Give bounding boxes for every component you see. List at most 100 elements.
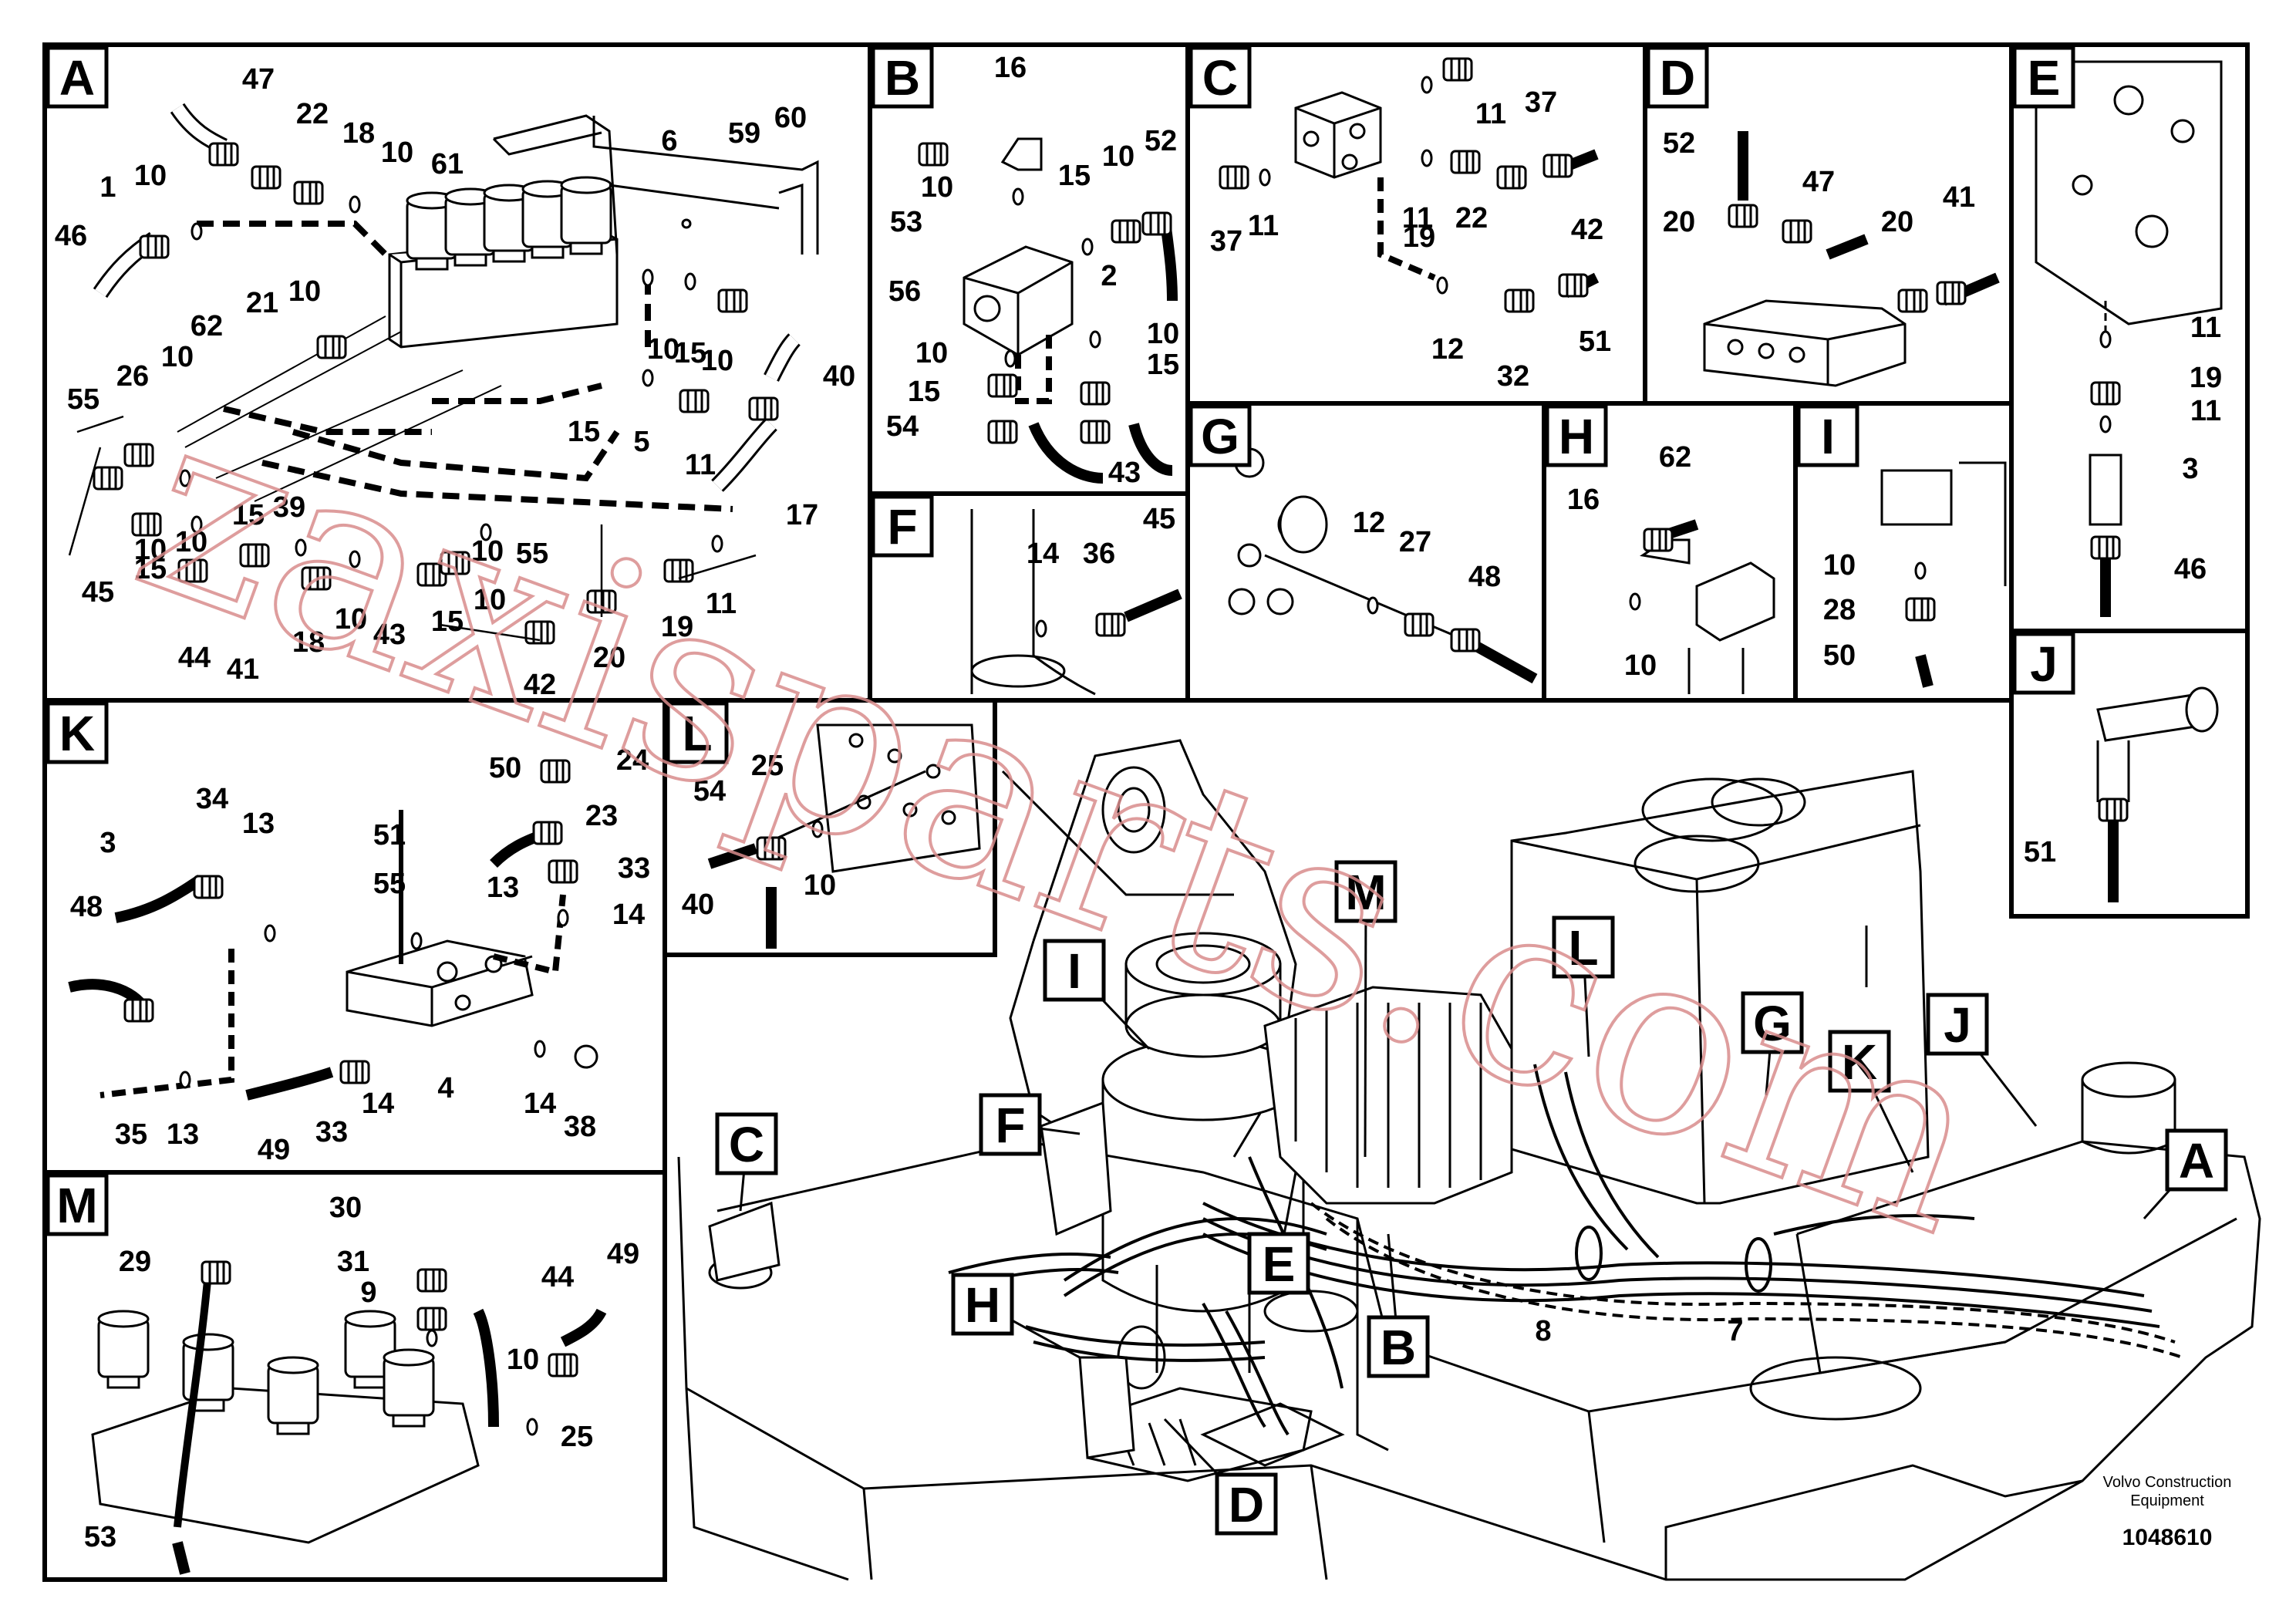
callout-a-40: 10 (474, 584, 506, 616)
svg-text:C: C (1202, 50, 1238, 106)
callout-a-14: 62 (190, 310, 223, 342)
callout-a-18: 10 (647, 333, 679, 366)
main-callout-d: D (1163, 1418, 1278, 1536)
callout-m-5: 29 (119, 1246, 151, 1278)
callout-k-18: 14 (362, 1088, 394, 1120)
callout-m-7: 10 (507, 1344, 539, 1376)
svg-text:I: I (1821, 409, 1835, 464)
callout-c-1: 11 (1475, 98, 1506, 130)
callout-a-13: 21 (246, 287, 278, 319)
callout-k-5: 3 (99, 827, 116, 859)
main-callout-h: H (951, 1273, 1081, 1359)
svg-text:L: L (1568, 920, 1598, 976)
callout-g-2: 27 (1399, 526, 1431, 558)
callout-c-9: 12 (1431, 333, 1464, 366)
callout-f-1: 14 (1027, 538, 1059, 570)
callout-m-9: 53 (84, 1521, 116, 1553)
panel-tag-f: F (871, 494, 934, 558)
callout-c-8: 42 (1571, 214, 1603, 246)
callout-k-7: 51 (373, 819, 406, 851)
callout-l-3: 10 (804, 869, 836, 902)
callout-a-12: 10 (288, 275, 321, 308)
callout-a-32: 10 (471, 535, 504, 568)
callout-h-2: 16 (1567, 484, 1600, 516)
callout-e-1: 11 (2190, 312, 2221, 344)
callout-a-28: 10 (175, 526, 207, 558)
callout-m-4: 9 (360, 1276, 376, 1309)
callout-b-12: 15 (908, 376, 940, 408)
callout-i-3: 50 (1823, 639, 1856, 672)
callout-m-8: 25 (561, 1421, 593, 1453)
main-callout-b: B (1367, 1233, 1430, 1378)
callout-c-6: 19 (1403, 221, 1435, 254)
callout-a-11: 46 (55, 220, 87, 252)
panel-c-drawing (1219, 57, 1600, 313)
callout-d-2: 47 (1802, 166, 1835, 198)
panel-tag-a: A (46, 46, 109, 109)
callout-a-21: 10 (701, 345, 733, 377)
panel-tag-h: H (1545, 404, 1608, 467)
panel-e-drawing (2035, 60, 2223, 617)
callout-a-6: 6 (661, 125, 677, 157)
panel-f-drawing (970, 509, 1182, 696)
panel-j-frame (2009, 629, 2250, 919)
callout-a-37: 10 (335, 603, 367, 636)
panel-tag-i: I (1796, 404, 1859, 467)
brand-line-1: Volvo Construction (2103, 1474, 2232, 1491)
panel-tag-b: B (871, 46, 934, 109)
callout-a-30: 45 (82, 576, 114, 609)
callout-l-1: 25 (751, 750, 784, 782)
callout-a-4: 10 (381, 137, 413, 169)
callout-c-5: 11 (1402, 202, 1433, 234)
svg-text:I: I (1067, 943, 1081, 999)
callout-a-3: 18 (342, 117, 375, 150)
callout-a-27: 15 (232, 499, 265, 531)
callout-m-6: 49 (607, 1238, 639, 1270)
main-callout-a: A (2143, 1128, 2228, 1220)
svg-text:B: B (885, 50, 920, 106)
panel-l-frame (663, 698, 997, 957)
callout-h-3: 10 (1624, 649, 1657, 682)
svg-text:A: A (2179, 1133, 2214, 1189)
callout-m-3: 44 (541, 1261, 574, 1293)
svg-text:E: E (2028, 50, 2061, 106)
panel-m-drawing (91, 1260, 607, 1575)
callout-b-1: 16 (994, 52, 1027, 84)
callout-a-9: 1 (99, 171, 116, 204)
svg-text:M: M (56, 1178, 97, 1233)
svg-text:F: F (995, 1098, 1025, 1153)
callout-a-33: 55 (516, 538, 548, 570)
callout-a-29: 10 (134, 534, 167, 566)
callout-b-3: 10 (921, 171, 953, 204)
callout-b-14: 43 (1108, 457, 1141, 489)
callout-b-5: 10 (1102, 140, 1135, 173)
panel-tag-c: C (1188, 46, 1252, 109)
callout-a-39: 15 (431, 605, 464, 638)
panel-tag-k: K (46, 701, 109, 764)
callout-k-3: 23 (585, 800, 618, 832)
callout-e-4: 3 (2182, 453, 2198, 485)
svg-text:C: C (729, 1117, 764, 1172)
panel-b-drawing (918, 137, 1178, 484)
callout-k-17: 33 (315, 1116, 348, 1148)
callout-a-25: 17 (786, 499, 818, 531)
callout-a-2: 22 (296, 98, 329, 130)
callout-b-7: 56 (888, 275, 921, 308)
panel-g-drawing (1228, 447, 1538, 684)
main-callout-f: F (979, 1093, 1081, 1156)
callout-a-38: 43 (373, 619, 406, 651)
main-callout-c: C (715, 1112, 778, 1212)
callout-e-2: 19 (2190, 362, 2222, 394)
callout-a-36: 18 (292, 626, 325, 659)
callout-k-10: 33 (618, 852, 650, 885)
callout-k-19: 14 (524, 1088, 556, 1120)
panel-j-drawing (2096, 686, 2219, 902)
callout-b-6: 53 (890, 206, 922, 238)
callout-a-15: 10 (161, 341, 194, 373)
main-callout-k: K (1828, 1030, 1914, 1173)
callout-c-7: 22 (1455, 202, 1488, 234)
main-item-number-8: 8 (1535, 1315, 1551, 1347)
callout-m-1: 30 (329, 1192, 362, 1224)
callout-m-2: 31 (337, 1246, 369, 1278)
panel-tag-l: L (666, 701, 729, 764)
